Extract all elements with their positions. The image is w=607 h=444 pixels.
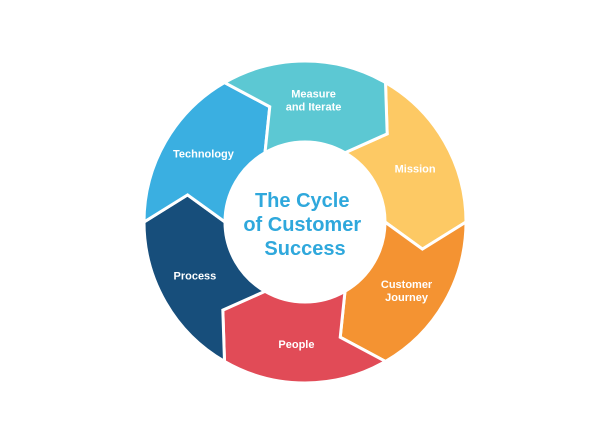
segment-label-mission: Mission — [395, 163, 436, 175]
center-title: The Cycle of Customer Success — [243, 190, 366, 260]
segment-label-line: and Iterate — [286, 101, 342, 113]
segment-label-line: Journey — [385, 292, 429, 304]
segment-label-line: Process — [173, 271, 216, 283]
segment-label-technology: Technology — [173, 149, 235, 161]
segment-label-line: Customer — [381, 279, 433, 291]
segment-label-line: Mission — [395, 163, 436, 175]
segment-label-line: People — [278, 339, 314, 351]
segment-label-line: Technology — [173, 149, 235, 161]
segment-label-process: Process — [173, 271, 216, 283]
center-title-line-2: of Customer — [243, 214, 361, 236]
segment-label-people: People — [278, 339, 314, 351]
center-circle — [225, 142, 385, 302]
center-title-line-1: The Cycle — [255, 190, 349, 212]
center-title-line-3: Success — [264, 238, 345, 260]
segment-label-line: Measure — [291, 88, 336, 100]
